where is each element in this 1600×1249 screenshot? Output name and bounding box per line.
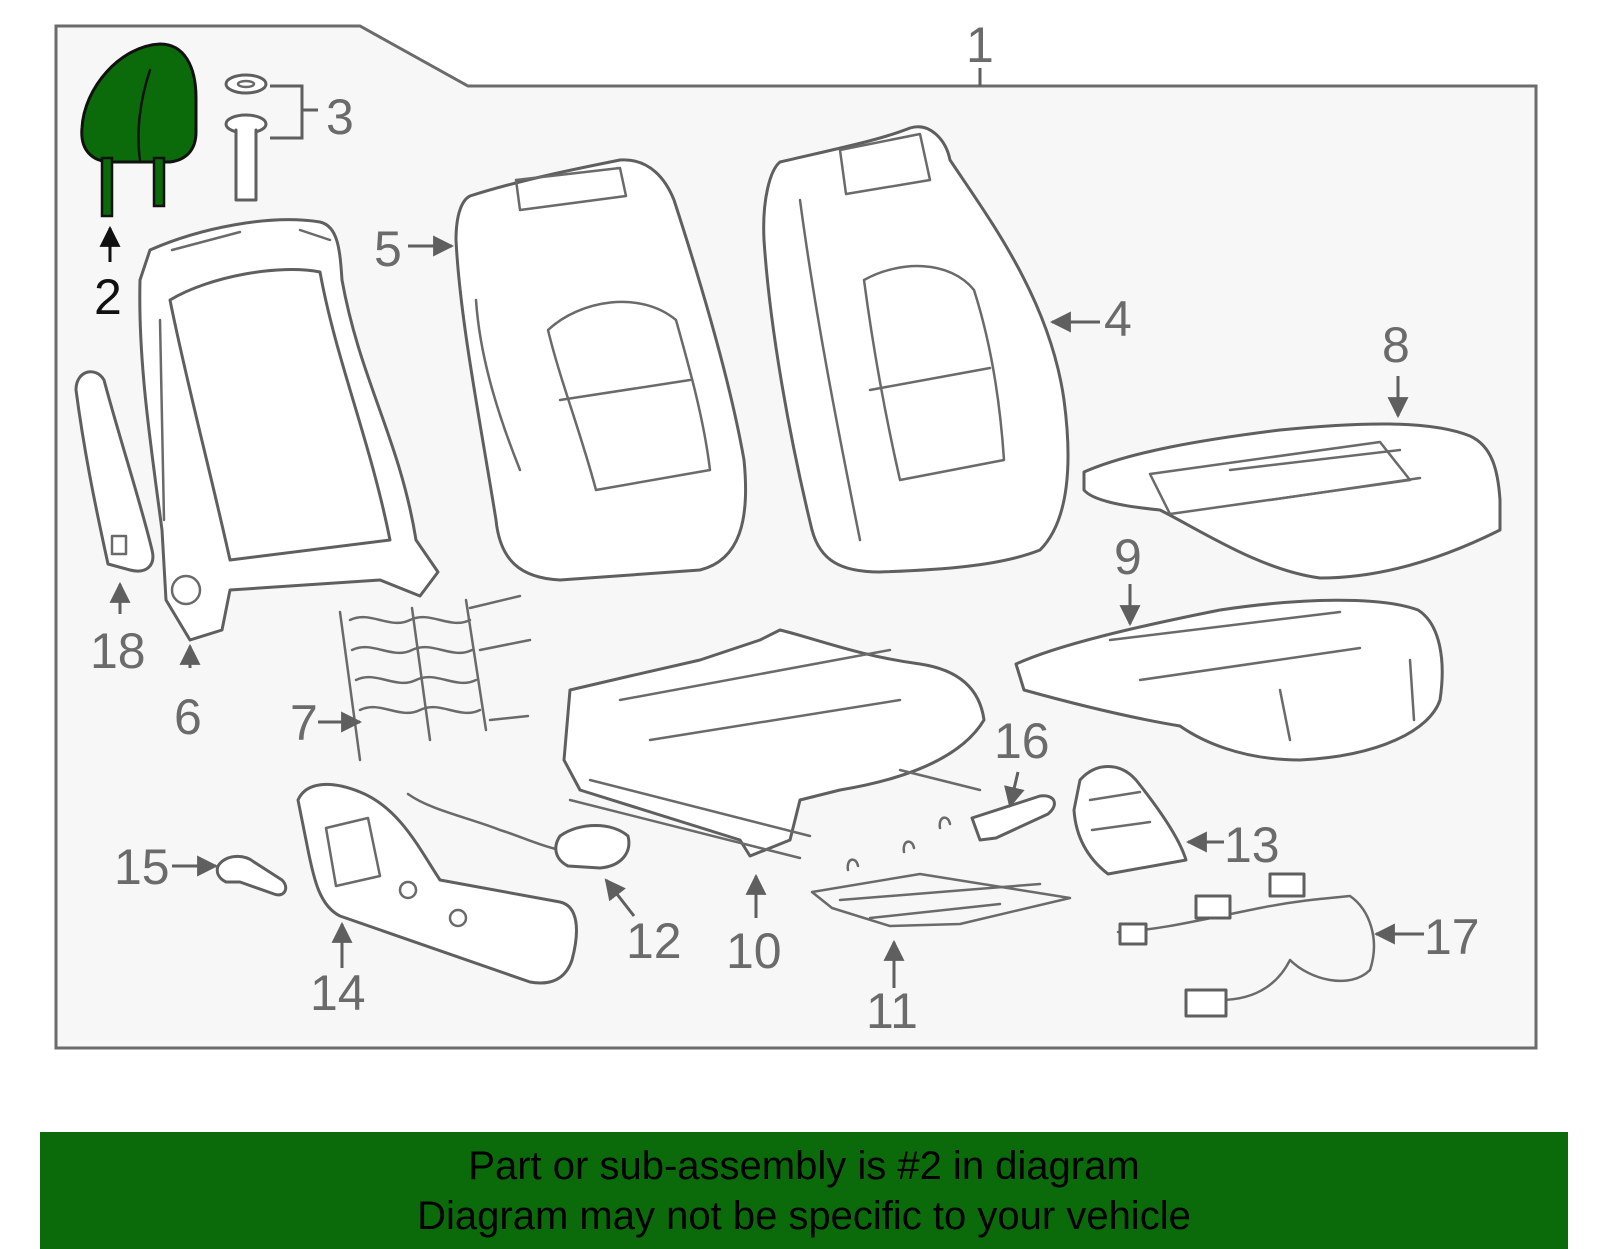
callout-3: 3 — [326, 89, 354, 145]
adjuster-crossbar — [618, 648, 902, 742]
harness-connector-3 — [1268, 872, 1306, 898]
banner-disclaimer: Diagram may not be specific to your vehi… — [417, 1193, 1191, 1238]
callout-12: 12 — [626, 913, 682, 969]
callout-17: 17 — [1424, 909, 1480, 965]
part-headrest[interactable] — [80, 42, 198, 218]
adjuster-rail — [568, 768, 982, 860]
guide-cap — [224, 73, 268, 95]
part-seatback-frame[interactable] — [138, 218, 440, 642]
headrest-post-left — [100, 156, 114, 218]
callout-18: 18 — [90, 623, 146, 679]
callout-14: 14 — [310, 965, 366, 1021]
headrest-post-right — [152, 156, 166, 208]
switch-wire — [406, 792, 562, 852]
cushion-cover-seam — [1228, 448, 1422, 502]
pad-outer — [454, 158, 748, 582]
harness-connector-1 — [1118, 922, 1148, 946]
bracket-hooks — [846, 816, 952, 872]
shield-hole-2 — [448, 908, 468, 928]
frame-inner — [168, 268, 392, 562]
bracket-frame — [810, 872, 1072, 928]
part-seat-adjuster[interactable] — [562, 628, 986, 860]
bezel-shape — [1072, 765, 1188, 876]
part-trim-cover[interactable] — [970, 794, 1056, 842]
spring-wire-4 — [358, 705, 482, 715]
side-panel-shape — [74, 370, 155, 573]
spring-wire-2 — [350, 645, 474, 655]
info-banner: Part or sub-assembly is #2 in diagram Di… — [40, 1132, 1568, 1249]
callout-15: 15 — [114, 839, 170, 895]
callout-13: 13 — [1224, 817, 1280, 873]
guide-cap-hole — [236, 79, 256, 89]
part-side-panel[interactable] — [74, 370, 155, 573]
part-mat-bracket[interactable] — [810, 816, 1072, 928]
part-side-shield[interactable] — [296, 782, 578, 985]
headrest-seam — [137, 68, 152, 162]
spring-wire-1 — [348, 615, 472, 625]
harness-connector-2 — [1194, 894, 1232, 920]
callout-6: 6 — [174, 689, 202, 745]
callout-10: 10 — [726, 923, 782, 979]
cushion-pad-shape — [1014, 598, 1444, 762]
callout-8: 8 — [1382, 317, 1410, 373]
part-suspension-mat[interactable] — [338, 594, 532, 762]
banner-part-note: Part or sub-assembly is #2 in diagram — [468, 1143, 1140, 1188]
pad-center — [546, 300, 712, 492]
frame-recliner — [170, 574, 202, 606]
part-wiring-harness[interactable] — [1116, 872, 1376, 1018]
frame-detail — [158, 228, 332, 522]
shield-shape — [296, 782, 578, 985]
pad-channel — [474, 298, 522, 472]
shield-switch-pocket — [324, 816, 382, 888]
callout-16: 16 — [994, 713, 1050, 769]
part-headrest-guides[interactable] — [224, 73, 268, 202]
callout-4: 4 — [1104, 291, 1132, 347]
leader-12 — [604, 878, 636, 917]
callout-1: 1 — [966, 17, 994, 73]
spring-wire-3 — [354, 675, 478, 685]
trim-cover-shape — [970, 794, 1056, 842]
harness-connector-4 — [1184, 988, 1228, 1018]
part-cushion-cover[interactable] — [1082, 422, 1502, 580]
spring-rails — [338, 594, 532, 762]
switch-body — [554, 824, 631, 870]
part-cushion-pad[interactable] — [1014, 598, 1444, 762]
leader-3 — [270, 84, 318, 140]
side-panel-tab — [110, 534, 128, 556]
part-seatback-pad[interactable] — [454, 158, 748, 582]
bracket-cross — [838, 882, 1042, 920]
cushion-pad-channel — [1108, 610, 1416, 742]
callout-9: 9 — [1114, 529, 1142, 585]
cover-headrest-bolster — [838, 132, 932, 196]
callout-2[interactable]: 2 — [94, 269, 122, 325]
cover-seam — [798, 198, 992, 542]
leader-16 — [1004, 771, 1025, 809]
cover-outer — [762, 125, 1070, 574]
bezel-detail — [1088, 790, 1152, 832]
assembly-outline — [54, 24, 1538, 1050]
part-adjuster-knob[interactable] — [215, 855, 288, 897]
shield-hole-1 — [398, 880, 418, 900]
callout-5: 5 — [374, 221, 402, 277]
part-seatback-cover[interactable] — [762, 125, 1070, 574]
pad-rod — [558, 378, 692, 402]
callout-11: 11 — [866, 983, 918, 1039]
pad-top-cutout — [514, 166, 628, 212]
part-seat-switch[interactable] — [406, 792, 631, 870]
part-bezel[interactable] — [1072, 765, 1188, 876]
callout-7: 7 — [290, 695, 318, 751]
cover-insert — [862, 264, 1006, 482]
guide-sleeve-body — [234, 128, 258, 202]
knob-shape — [215, 855, 288, 897]
